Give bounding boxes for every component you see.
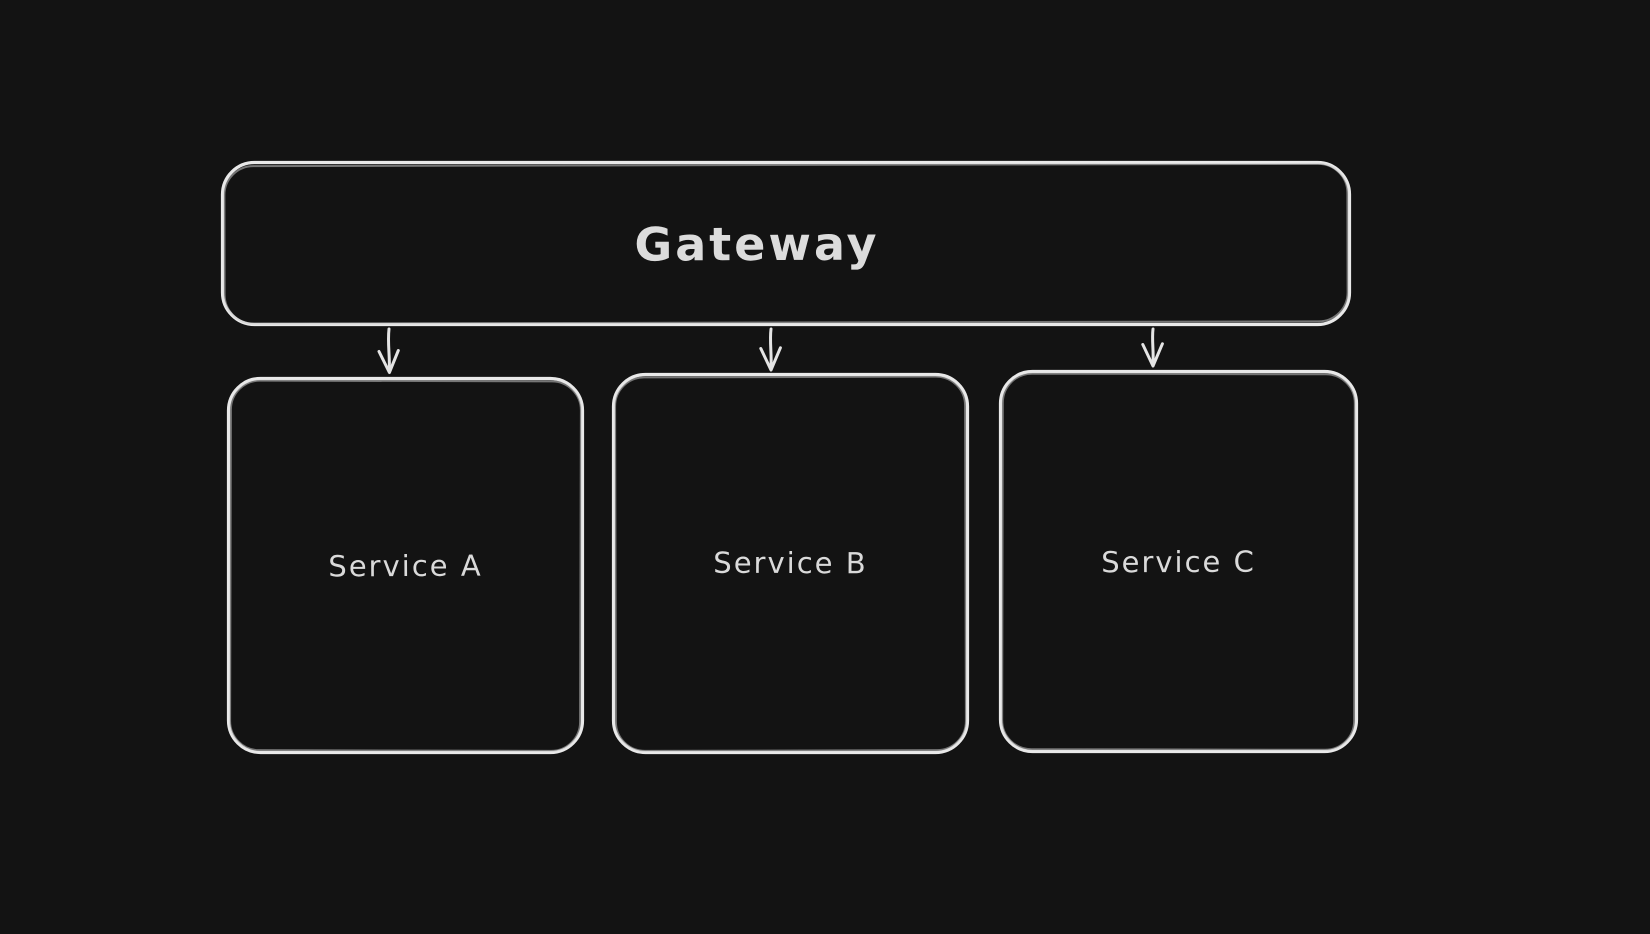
arrow-a-line (386, 327, 391, 373)
service-a-box-outline (226, 376, 585, 755)
node-service-c-shape[interactable] (998, 369, 1359, 754)
node-service-c-label[interactable]: Service C (1101, 544, 1256, 579)
service-b-box-outline-pass2 (614, 375, 967, 752)
arrow-c-head (1141, 342, 1164, 368)
node-service-b-shape[interactable] (611, 372, 970, 755)
arrow-a-head (377, 349, 400, 374)
service-c-box-outline (998, 369, 1359, 754)
service-b-box-outline (611, 372, 970, 755)
arrow-gateway-to-service-b[interactable] (759, 327, 782, 372)
arrow-c-line (1151, 327, 1155, 366)
arrow-b-line (768, 327, 773, 370)
arrow-gateway-to-service-c[interactable] (1141, 327, 1164, 368)
node-gateway-label[interactable]: Gateway (634, 216, 880, 272)
node-service-a-shape[interactable] (226, 376, 585, 755)
node-service-a-label[interactable]: Service A (328, 548, 483, 583)
node-service-b-label[interactable]: Service B (713, 545, 868, 581)
arrow-b-head (759, 346, 782, 372)
arrow-gateway-to-service-a[interactable] (377, 327, 400, 374)
service-c-box-outline-pass2 (1001, 372, 1356, 751)
service-a-box-outline-pass2 (229, 379, 582, 752)
gateway-box-outline (220, 160, 1352, 327)
gateway-box-outline-pass2 (223, 162, 1349, 325)
node-gateway-shape[interactable] (220, 160, 1352, 327)
